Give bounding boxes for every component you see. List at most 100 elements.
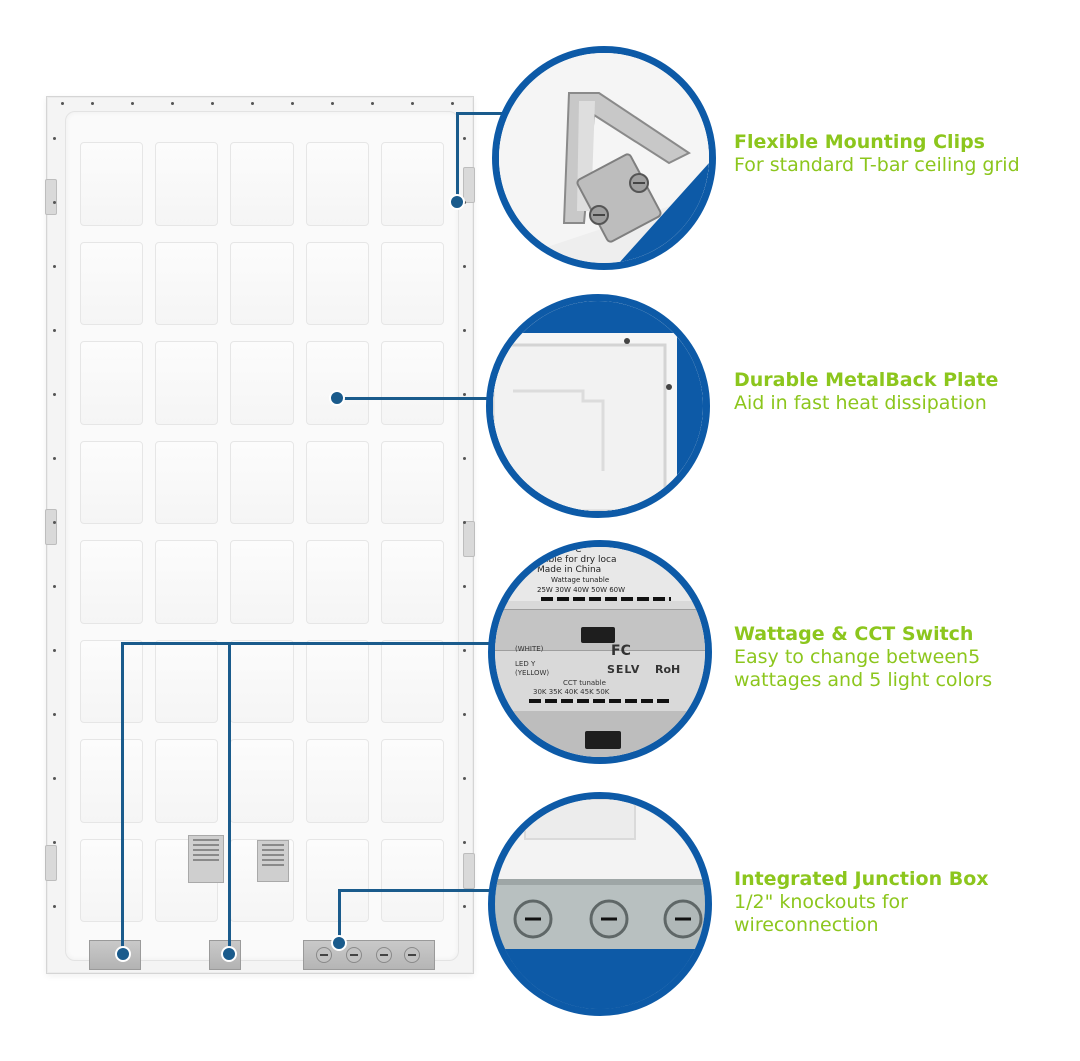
grid-cell (305, 241, 369, 325)
grid-cell (155, 142, 219, 226)
rivet (463, 905, 466, 908)
rivet (53, 201, 56, 204)
grid-cell (155, 739, 219, 823)
rivet (463, 777, 466, 780)
wattage-values: 25W 30W 40W 50W 60W (537, 586, 626, 594)
cct-values: 30K 35K 40K 45K 50K (533, 688, 610, 696)
callout-dot-switch (221, 946, 237, 962)
rivet (53, 329, 56, 332)
rivet (53, 393, 56, 396)
grid-cell (230, 739, 294, 823)
rivet (371, 102, 374, 105)
callout-dot-plate (329, 390, 345, 406)
grid-cell (155, 540, 219, 624)
grid-cell (155, 440, 219, 524)
grid-cell (380, 739, 444, 823)
feature-description: Easy to change between5 wattages and 5 l… (734, 646, 993, 691)
callout-dot-clips (449, 194, 465, 210)
knockout-icon (316, 947, 332, 963)
detail-circle-mounting-clips (492, 46, 716, 270)
grid-cell (230, 341, 294, 425)
callout-line-jbox (338, 889, 504, 892)
rivet (463, 137, 466, 140)
spec-text: itable for dry loca (537, 555, 617, 565)
grid-cell (80, 540, 144, 624)
grid-cell (380, 341, 444, 425)
feature-description: 1/2" knockouts for wireconnection (734, 891, 908, 936)
grid-cell (80, 838, 144, 922)
feature-description: For standard T-bar ceiling grid (734, 154, 1020, 176)
grid-cell (230, 639, 294, 723)
rivet (331, 102, 334, 105)
feature-title: Flexible Mounting Clips (734, 131, 985, 153)
detail-circle-switch: east 90°C itable for dry loca Made in Ch… (488, 540, 712, 764)
knockout-icon (346, 947, 362, 963)
callout-dot-switch (115, 946, 131, 962)
callout-line-switch (121, 642, 503, 645)
feature-description: Aid in fast heat dissipation (734, 392, 987, 414)
grid-cell (380, 440, 444, 524)
rivet (463, 713, 466, 716)
rohs-mark: RoH (655, 663, 681, 676)
grid-cell (305, 540, 369, 624)
rivet (463, 265, 466, 268)
rivet (291, 102, 294, 105)
rivet (463, 585, 466, 588)
grid-cell (305, 639, 369, 723)
grid-cell (305, 838, 369, 922)
embossed-grid (80, 134, 444, 930)
fc-mark: FC (611, 643, 631, 659)
rivet (53, 713, 56, 716)
knockout-icon (376, 947, 392, 963)
grid-cell (305, 341, 369, 425)
feature-mounting-clips: Flexible Mounting Clips For standard T-b… (734, 130, 1020, 177)
cct-label: CCT tunable (563, 679, 606, 687)
spec-label (257, 840, 289, 882)
grid-cell (305, 440, 369, 524)
rivet (53, 265, 56, 268)
cct-switch (585, 731, 621, 749)
feature-title: Integrated Junction Box (734, 868, 989, 890)
callout-line-plate (338, 397, 498, 400)
rivet (53, 905, 56, 908)
rivet (53, 585, 56, 588)
grid-cell (80, 739, 144, 823)
grid-cell (305, 739, 369, 823)
rivet (463, 329, 466, 332)
wattage-switch (581, 627, 615, 643)
callout-line-clips (456, 112, 504, 115)
rivet (463, 521, 466, 524)
detail-circle-junction-box (488, 792, 712, 1016)
feature-title: Wattage & CCT Switch (734, 623, 974, 645)
callout-dot-jbox (331, 935, 347, 951)
selv-mark: SELV (607, 663, 641, 676)
back-plate-detail (493, 301, 703, 511)
rivet (171, 102, 174, 105)
spec-text: Made in China (537, 565, 602, 575)
grid-cell (380, 241, 444, 325)
side-clip (463, 521, 475, 557)
rivet (463, 393, 466, 396)
grid-cell (155, 241, 219, 325)
detail-circle-back-plate (486, 294, 710, 518)
grid-cell (155, 341, 219, 425)
rivet (251, 102, 254, 105)
junction-box (303, 940, 435, 970)
callout-line-jbox (338, 889, 341, 943)
rivet (53, 521, 56, 524)
feature-junction-box: Integrated Junction Box 1/2" knockouts f… (734, 867, 989, 937)
spec-text: east 90°C (537, 545, 582, 555)
grid-cell (230, 440, 294, 524)
rivet (53, 841, 56, 844)
knockout-icon (404, 947, 420, 963)
rivet (53, 777, 56, 780)
mounting-clip-detail (499, 53, 709, 263)
callout-line-clips (456, 112, 459, 202)
wattage-label: Wattage tunable (551, 576, 610, 584)
rivet (53, 137, 56, 140)
rivet (53, 457, 56, 460)
rivet (411, 102, 414, 105)
rivet (451, 102, 454, 105)
grid-cell (80, 639, 144, 723)
